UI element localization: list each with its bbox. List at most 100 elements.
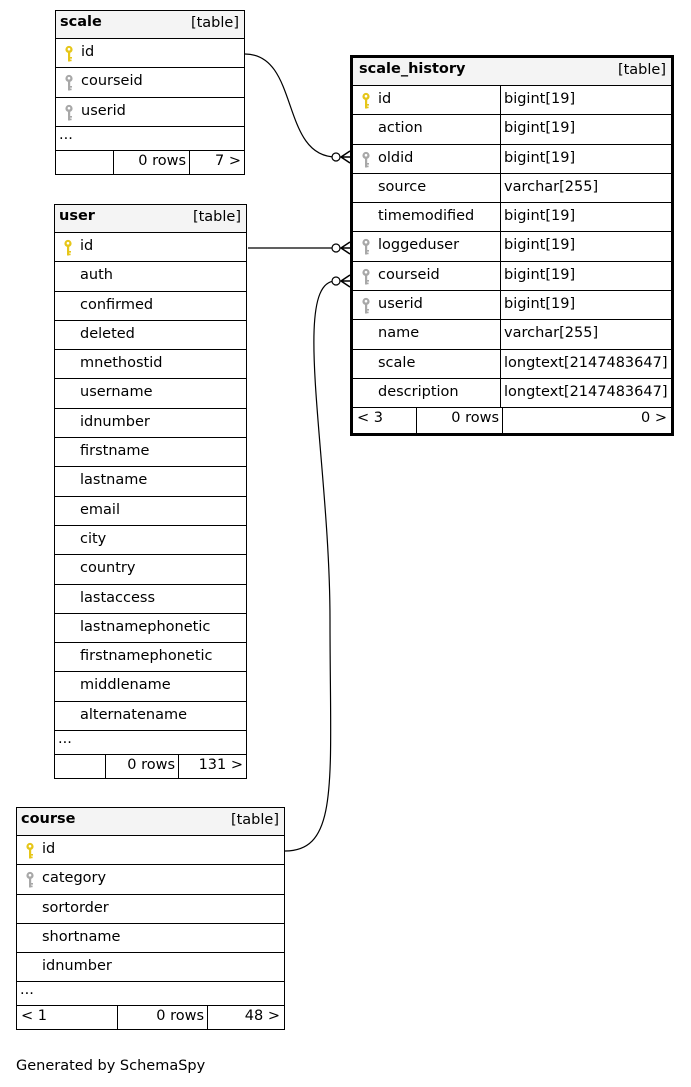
- column-row-courseid[interactable]: courseid: [56, 68, 244, 98]
- foreign-key-icon: [361, 297, 371, 315]
- table-course[interactable]: course [table] id category sortorder shortn…: [16, 807, 285, 1031]
- column-name: confirmed: [80, 296, 154, 313]
- column-row-firstname[interactable]: firstname: [55, 438, 246, 468]
- column-type: longtext[2147483647]: [500, 349, 671, 378]
- column-name: lastname: [80, 472, 148, 489]
- foreign-key-icon: [25, 871, 35, 889]
- crowfoot-many-marker: [339, 274, 351, 288]
- column-row-email[interactable]: email: [55, 497, 246, 526]
- column-name: category: [42, 870, 107, 887]
- foreign-key-icon: [64, 104, 74, 122]
- crowfoot-many-marker: [339, 241, 351, 255]
- column-name: firstnamephonetic: [80, 648, 213, 665]
- crowfoot-many-marker: [339, 150, 351, 164]
- table-header: scale_history [table]: [353, 58, 671, 86]
- table-footer: < 1 0 rows 48 >: [17, 1006, 285, 1030]
- column-row-idnumber[interactable]: idnumber: [55, 409, 246, 439]
- column-row-scale[interactable]: scale longtext[2147483647]: [353, 349, 671, 379]
- column-row-shortname[interactable]: shortname: [17, 924, 284, 954]
- column-row-id[interactable]: id: [55, 233, 246, 263]
- table-user[interactable]: user [table] id auth confirmed deleted mneth…: [54, 204, 247, 780]
- column-type: bigint[19]: [500, 291, 671, 320]
- column-row-userid[interactable]: userid bigint[19]: [353, 291, 671, 321]
- column-type: longtext[2147483647]: [500, 378, 671, 408]
- column-name: idnumber: [42, 958, 112, 975]
- column-name: middlename: [80, 677, 171, 694]
- column-row-deleted[interactable]: deleted: [55, 321, 246, 351]
- table-header: course [table]: [17, 808, 284, 836]
- table-header: user [table]: [55, 205, 246, 233]
- column-name: mnethostid: [80, 355, 163, 372]
- column-name: shortname: [42, 928, 121, 945]
- column-row-courseid[interactable]: courseid bigint[19]: [353, 261, 671, 292]
- column-row-lastnamephonetic[interactable]: lastnamephonetic: [55, 614, 246, 644]
- column-name: courseid: [378, 266, 440, 283]
- column-name: sortorder: [42, 899, 109, 916]
- table-name: scale: [60, 14, 102, 30]
- column-row-id[interactable]: id: [56, 39, 244, 69]
- column-row-category[interactable]: category: [17, 865, 284, 895]
- column-type: varchar[255]: [500, 173, 671, 203]
- table-footer: < 3 0 rows 0 >: [353, 408, 671, 434]
- column-name: id: [378, 91, 392, 107]
- column-row-auth[interactable]: auth: [55, 262, 246, 292]
- footer-children: 48 >: [207, 1006, 285, 1030]
- column-name: firstname: [80, 443, 150, 460]
- table-header: scale [table]: [56, 11, 244, 39]
- column-row-id[interactable]: id: [17, 836, 284, 866]
- column-row-name[interactable]: name varchar[255]: [353, 320, 671, 350]
- column-row-confirmed[interactable]: confirmed: [55, 292, 246, 321]
- column-name: deleted: [80, 325, 135, 342]
- footer-parents: < 1: [21, 1008, 47, 1025]
- column-type: bigint[19]: [500, 261, 671, 291]
- column-name: lastnamephonetic: [80, 618, 211, 635]
- footer-row-count: 0 rows: [105, 755, 179, 779]
- column-type: varchar[255]: [500, 320, 671, 349]
- column-name: email: [80, 501, 120, 518]
- column-row-lastname[interactable]: lastname: [55, 467, 246, 497]
- column-name: city: [80, 530, 107, 547]
- column-name: name: [378, 325, 420, 342]
- column-row-mnethostid[interactable]: mnethostid: [55, 350, 246, 380]
- footer-children: 0 >: [502, 408, 671, 434]
- table-type: [table]: [617, 62, 666, 78]
- column-type: bigint[19]: [500, 144, 671, 173]
- column-name: idnumber: [80, 413, 150, 430]
- more-columns-indicator: ...: [56, 127, 244, 151]
- column-row-sortorder[interactable]: sortorder: [17, 895, 284, 924]
- table-type: [table]: [230, 812, 279, 828]
- column-name: userid: [378, 296, 423, 313]
- column-name: username: [80, 384, 153, 401]
- column-name: courseid: [81, 73, 143, 90]
- table-name: scale_history: [359, 61, 466, 77]
- column-row-country[interactable]: country: [55, 555, 246, 585]
- column-name: alternatename: [80, 706, 188, 723]
- column-row-city[interactable]: city: [55, 526, 246, 556]
- optional-marker: [331, 152, 341, 162]
- primary-key-icon: [64, 45, 74, 63]
- column-row-username[interactable]: username: [55, 379, 246, 409]
- more-columns-indicator: ...: [55, 731, 246, 756]
- column-name: userid: [81, 102, 126, 119]
- column-row-middlename[interactable]: middlename: [55, 672, 246, 702]
- column-row-idnumber[interactable]: idnumber: [17, 953, 284, 983]
- column-row-userid[interactable]: userid: [56, 98, 244, 127]
- generator-credit: Generated by SchemaSpy: [16, 1058, 206, 1074]
- column-row-firstnamephonetic[interactable]: firstnamephonetic: [55, 643, 246, 673]
- column-name: scale: [378, 354, 416, 371]
- column-name: lastaccess: [80, 589, 156, 606]
- column-name: loggeduser: [378, 237, 460, 254]
- optional-marker: [331, 243, 341, 253]
- column-name: id: [80, 238, 94, 254]
- column-row-alternatename[interactable]: alternatename: [55, 702, 246, 732]
- column-row-lastaccess[interactable]: lastaccess: [55, 585, 246, 614]
